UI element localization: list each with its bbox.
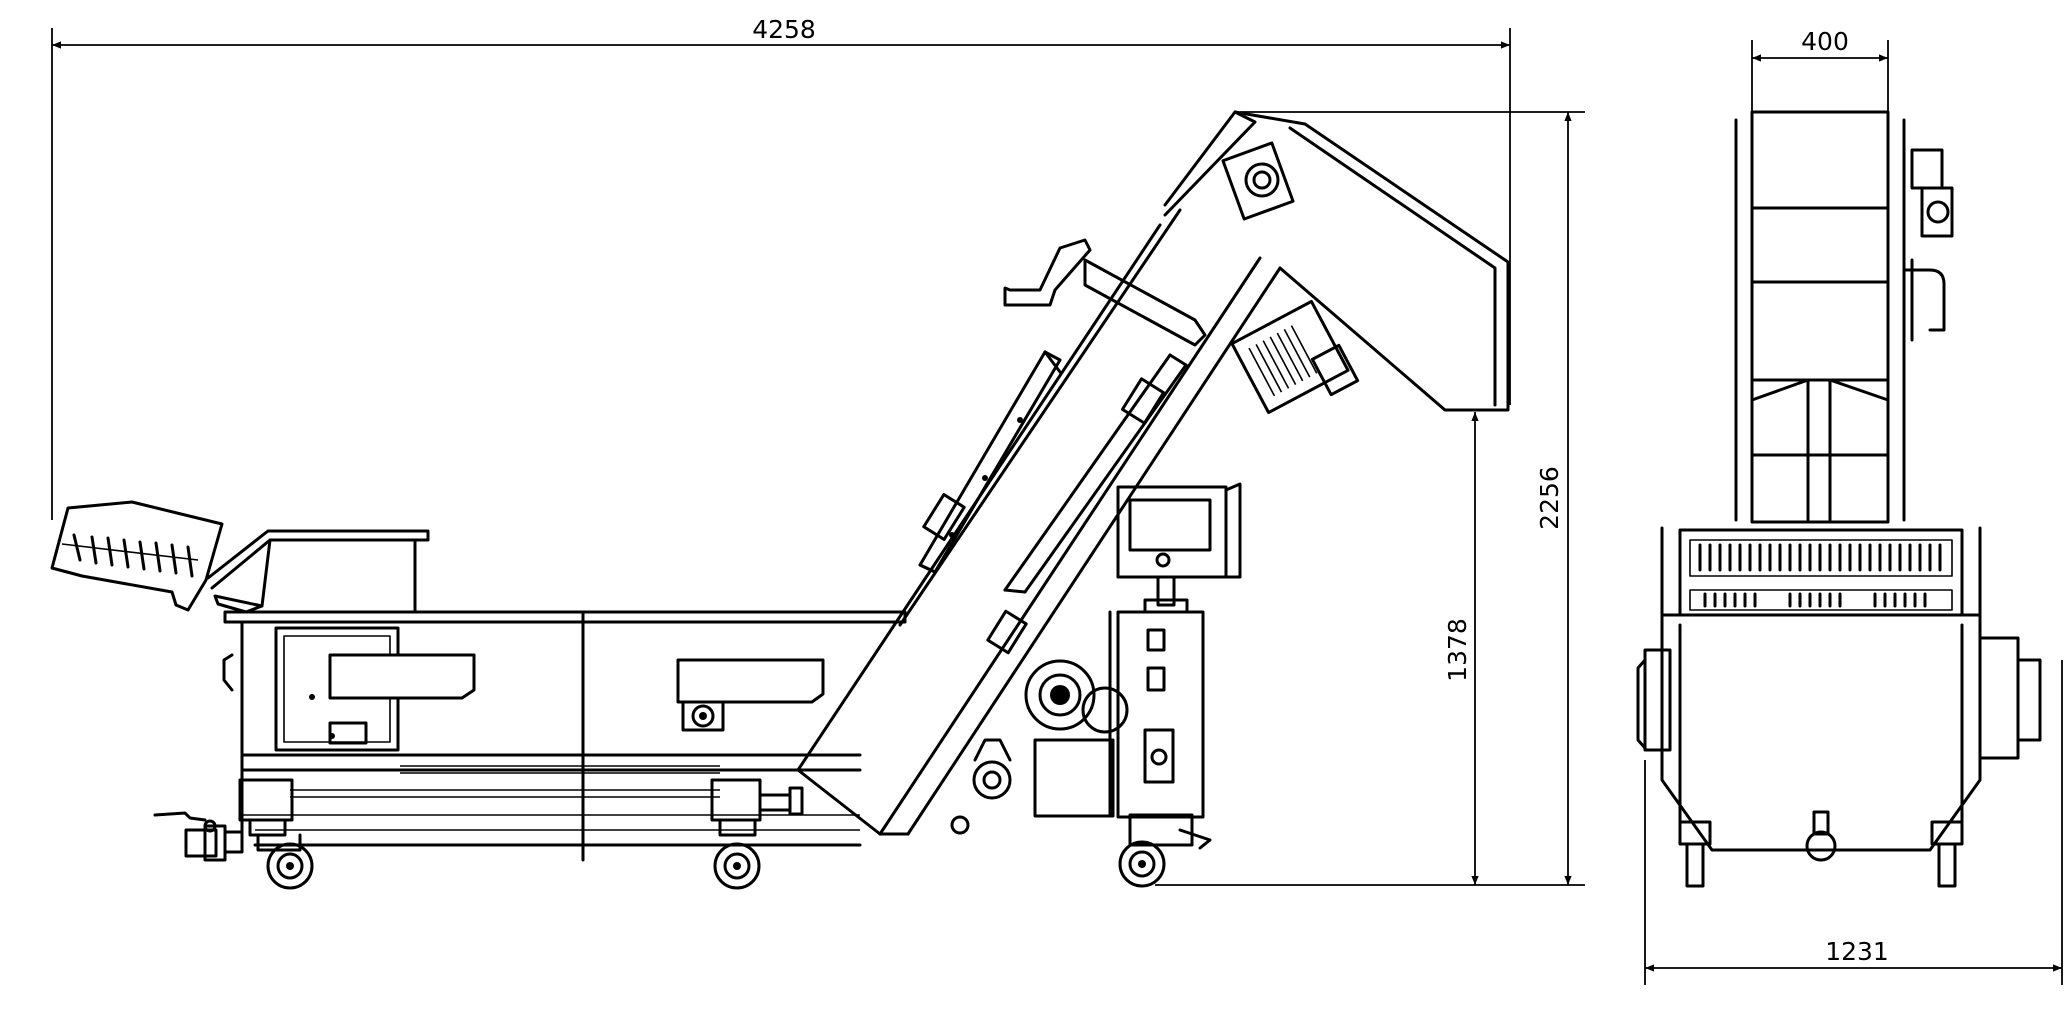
caster-right: [950, 813, 1212, 888]
side-view: [50, 110, 1510, 890]
front-view: [1636, 110, 2042, 888]
pump-motor: [972, 659, 1129, 818]
inspection-window-middle: [676, 658, 825, 732]
drain-valve: [153, 811, 244, 862]
elevator-guard: [918, 350, 1166, 655]
dim-overall-width: 1231: [1825, 937, 1889, 966]
dim-overall-length: 4258: [752, 15, 816, 44]
side-bracket: [222, 653, 234, 692]
control-panel-hmi: [1116, 482, 1242, 614]
caster-left: [238, 778, 314, 890]
caster-middle: [710, 778, 804, 890]
tank-rim: [223, 610, 907, 624]
dim-discharge-height: 1378: [1443, 618, 1472, 682]
elevator-head: [1163, 110, 1510, 412]
dim-overall-height: 2256: [1535, 466, 1564, 530]
inlet-chute: [206, 529, 430, 614]
drive-motor-top: [1230, 299, 1360, 415]
return-duct: [1003, 238, 1092, 307]
elevator-column: [1750, 110, 1890, 524]
dim-top-width: 400: [1801, 27, 1849, 56]
tank-body: [240, 610, 862, 862]
basket-mesh: [1660, 526, 1982, 617]
feed-hopper: [50, 500, 224, 612]
dimension-lines: [51, 28, 2063, 985]
pump-cabinet: [1108, 610, 1205, 819]
inclined-elevator: [796, 208, 1282, 836]
front-caster-left: [1678, 820, 1712, 888]
column-drive: [1902, 148, 1954, 342]
inspection-window-left: [274, 626, 476, 752]
tank-front: [1636, 613, 2042, 862]
front-caster-right: [1930, 820, 1964, 888]
